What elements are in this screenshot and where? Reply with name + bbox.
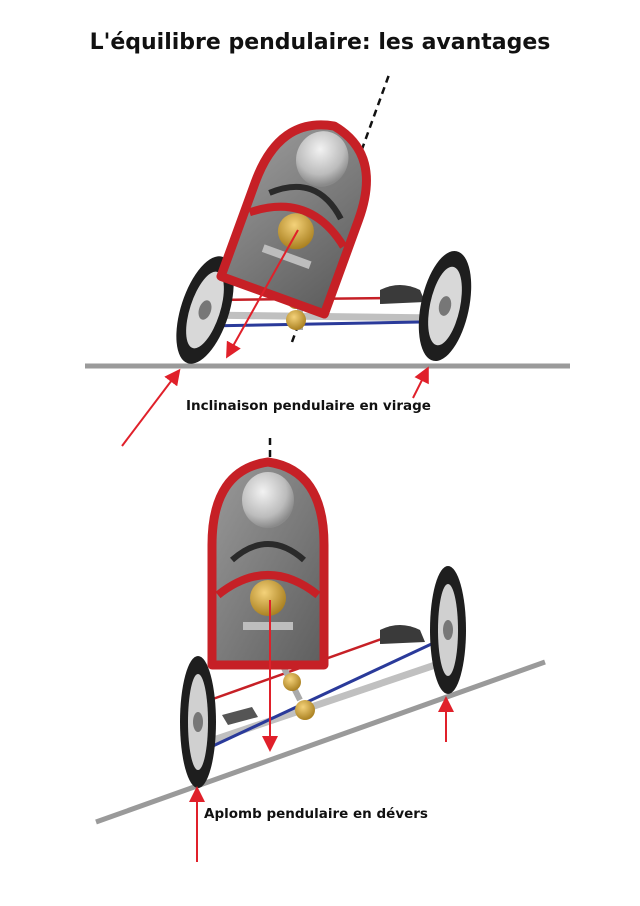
right-wheel [418,250,472,362]
front-axle-assembly-slope [188,625,452,754]
ground-reaction-arrow-left [121,368,181,447]
sloped-ground-line [95,659,546,825]
left-wheel [176,256,234,364]
diagram-title: L'équilibre pendulaire: les avantages [89,30,551,55]
left-wheel-slope [180,656,216,788]
caption-leaning-turn: Inclinaison pendulaire en virage [186,398,431,414]
caption-slope-plumb: Aplomb pendulaire en dévers [204,806,428,822]
upright-body-frame [207,457,329,670]
leaning-trike-scene [85,71,570,447]
lean-force-arrow [226,229,299,359]
right-wheel-slope [430,566,466,694]
upright-trike-scene [95,438,546,862]
leaning-body-frame [216,120,371,319]
ground-reaction-arrow-right [412,366,429,399]
